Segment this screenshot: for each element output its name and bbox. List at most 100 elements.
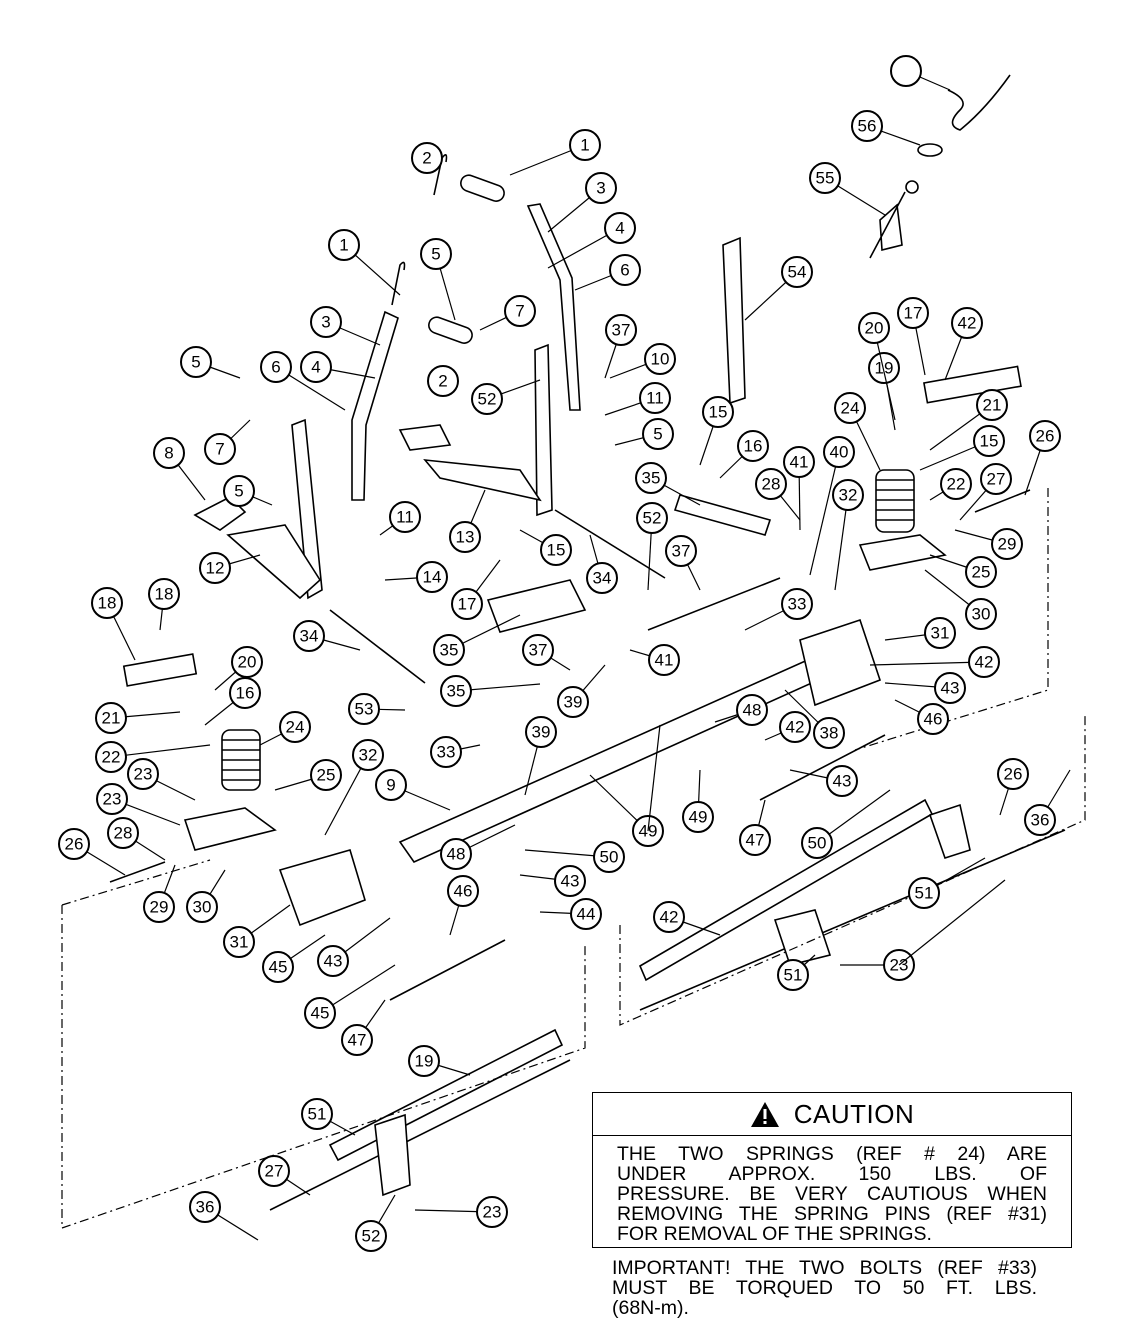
callout-8: 8 <box>153 437 206 501</box>
svg-text:16: 16 <box>236 684 255 703</box>
callout-11: 11 <box>379 501 421 536</box>
svg-text:38: 38 <box>820 724 839 743</box>
item-2-sleeve-top <box>460 174 505 202</box>
callout-33: 34 <box>293 620 361 652</box>
item-53-strap <box>722 236 746 405</box>
callout-1: 1 <box>328 229 401 296</box>
svg-text:25: 25 <box>317 766 336 785</box>
left-mount-bracket <box>183 807 277 851</box>
callout-36: 37 <box>522 634 571 671</box>
callout-41: 42 <box>944 307 983 381</box>
important-line: MUST BE TORQUED TO 50 FT. LBS. <box>612 1277 1037 1299</box>
svg-text:35: 35 <box>642 469 661 488</box>
caution-line: FOR REMOVAL OF THE SPRINGS. <box>617 1223 932 1245</box>
callout-15: 15 <box>919 425 1005 471</box>
callout-45: 46 <box>894 699 949 735</box>
callout-48 <box>647 724 661 832</box>
caution-box: CAUTION THE TWO SPRINGS (REF # 24) ARE U… <box>592 1092 1072 1248</box>
callout-49: 50 <box>524 841 625 873</box>
callout-45: 46 <box>447 875 479 936</box>
left-boundary <box>61 859 211 906</box>
callout-20: 20 <box>858 312 896 421</box>
item-1-pin-left <box>391 261 406 306</box>
svg-text:21: 21 <box>983 396 1002 415</box>
warning-triangle-icon <box>750 1101 779 1127</box>
item-46-shaft-right <box>759 734 886 801</box>
svg-text:20: 20 <box>238 653 257 672</box>
callout-44: 45 <box>262 934 326 983</box>
callout-26: 27 <box>258 1155 311 1196</box>
right-boundary <box>854 488 1049 751</box>
svg-text:14: 14 <box>423 568 442 587</box>
svg-text:19: 19 <box>415 1052 434 1071</box>
svg-text:45: 45 <box>311 1004 330 1023</box>
callout-50: 51 <box>301 1098 356 1136</box>
callout-25: 25 <box>929 554 997 588</box>
callout-16: 17 <box>451 559 501 620</box>
callout-14: 14 <box>384 561 448 593</box>
center-shield <box>398 424 452 451</box>
lower-right-plate-2 <box>928 803 971 859</box>
callout-26: 26 <box>58 828 126 876</box>
callout-33: 34 <box>586 534 618 594</box>
callout-11: 11 <box>604 382 671 416</box>
svg-text:5: 5 <box>191 353 200 372</box>
lower-left-plate <box>374 1113 411 1197</box>
svg-text:52: 52 <box>362 1227 381 1246</box>
right-spring-coils <box>876 479 914 521</box>
svg-text:23: 23 <box>103 790 122 809</box>
svg-text:11: 11 <box>396 508 414 527</box>
svg-text:35: 35 <box>447 682 466 701</box>
callout-43: 43 <box>884 672 966 704</box>
callout-13: 13 <box>449 489 486 553</box>
svg-text:20: 20 <box>865 319 884 338</box>
svg-text:10: 10 <box>651 350 670 369</box>
svg-text:43: 43 <box>833 772 852 791</box>
callout-15: 15 <box>519 529 572 566</box>
right-rod-26 <box>974 489 1031 513</box>
svg-text:18: 18 <box>98 594 117 613</box>
left-base-plate <box>226 524 322 600</box>
svg-text:29: 29 <box>998 535 1017 554</box>
item-55-link <box>917 143 943 157</box>
callout-15: 16 <box>204 677 261 726</box>
svg-text:43: 43 <box>561 872 580 891</box>
caution-line: PRESSURE. BE VERY CAUTIOUS WHEN <box>617 1183 1047 1205</box>
callout-2: 2 <box>411 142 443 174</box>
important-line: (68N-m). <box>612 1297 689 1319</box>
item-56-chain <box>947 74 1011 131</box>
callout-37: 37 <box>604 314 637 379</box>
callout-52: 52 <box>636 502 668 591</box>
svg-text:3: 3 <box>596 179 605 198</box>
callout-12: 12 <box>199 552 261 584</box>
svg-text:47: 47 <box>746 831 765 850</box>
callout-42: 43 <box>519 865 586 897</box>
svg-text:30: 30 <box>972 605 991 624</box>
left-square-tube-18 <box>122 653 198 687</box>
caution-header: CAUTION <box>593 1093 1071 1136</box>
svg-text:19: 19 <box>875 359 894 378</box>
callout-24: 24 <box>834 392 881 471</box>
callout-31: 32 <box>832 479 864 591</box>
callout-28: 29 <box>143 864 176 923</box>
svg-text:17: 17 <box>904 304 923 323</box>
callout-49: 49 <box>682 769 714 833</box>
item-54-turnbuckle <box>869 191 906 259</box>
callout-50: 50 <box>801 789 891 859</box>
callout-27: 28 <box>107 817 166 861</box>
callout-35: 35 <box>440 675 541 707</box>
svg-text:12: 12 <box>206 559 225 578</box>
callout-22: 23 <box>127 758 196 801</box>
callout-23: 23 <box>96 783 181 826</box>
svg-text:27: 27 <box>987 470 1006 489</box>
caution-title: CAUTION <box>793 1098 915 1129</box>
svg-text:4: 4 <box>615 219 624 238</box>
callout-21: 22 <box>95 741 211 773</box>
callout-55: 56 <box>851 110 921 146</box>
center-base-plate <box>423 458 542 502</box>
svg-text:48: 48 <box>447 845 466 864</box>
svg-text:26: 26 <box>1036 427 1055 446</box>
svg-text:5: 5 <box>653 425 662 444</box>
callout-29: 30 <box>924 569 997 630</box>
svg-text:42: 42 <box>975 653 994 672</box>
